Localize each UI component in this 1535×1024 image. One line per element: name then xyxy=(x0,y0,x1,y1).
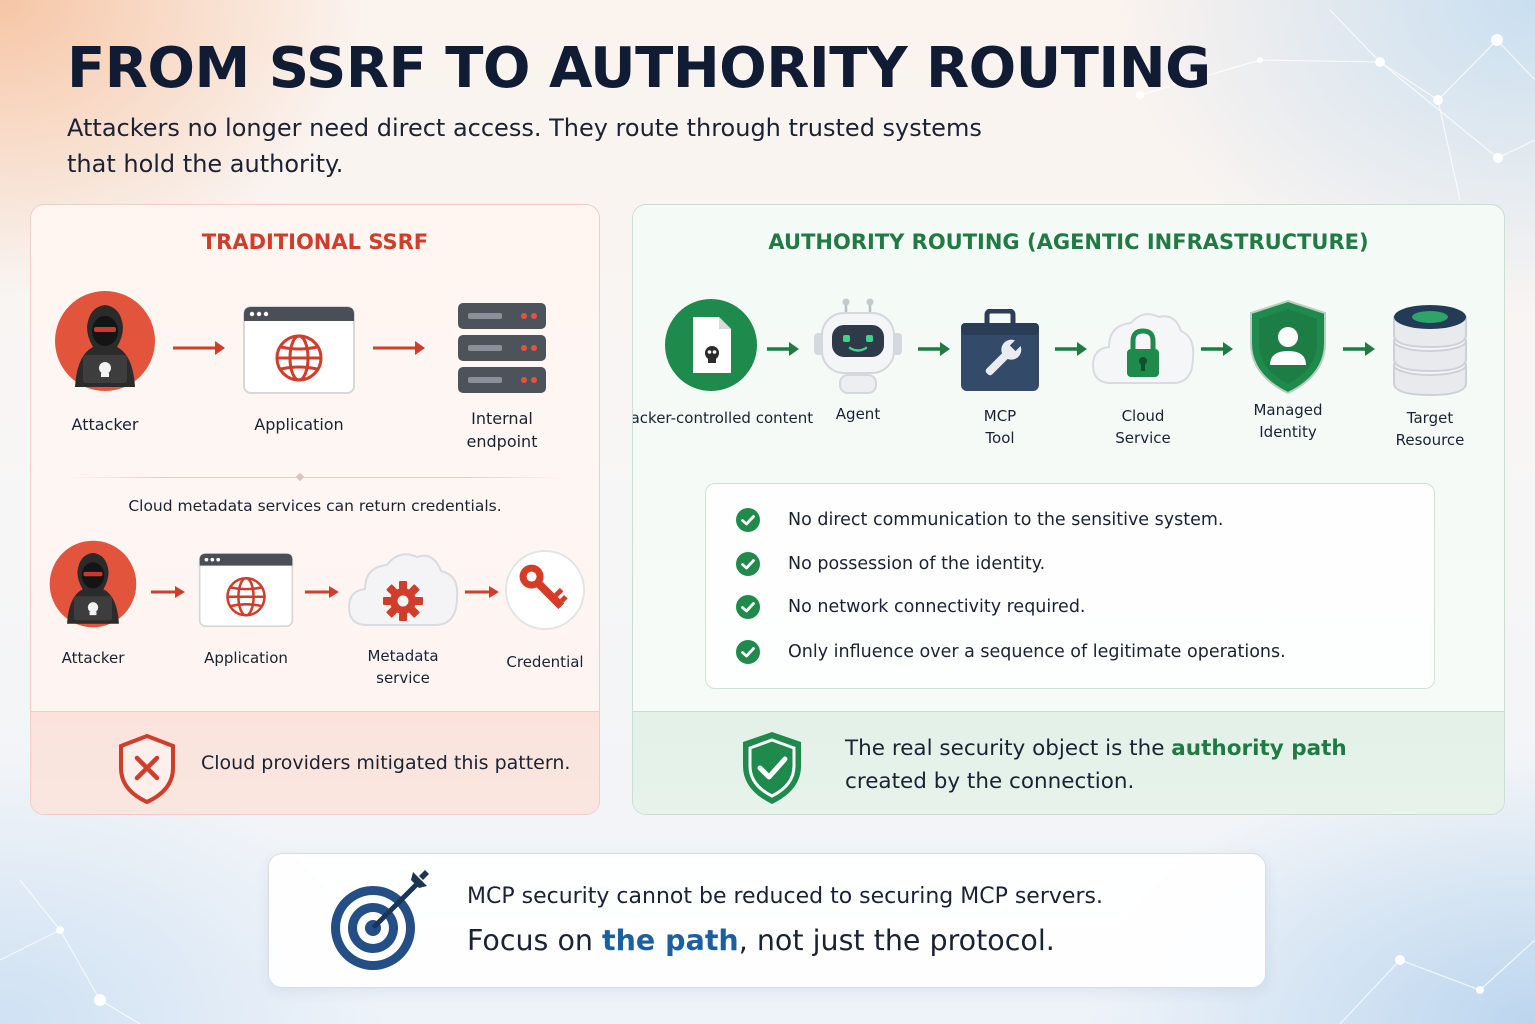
takeaway-line-1: MCP security cannot be reduced to securi… xyxy=(467,884,1103,909)
target-arrow-icon xyxy=(331,870,429,970)
flow-managed-identity-node: Managed Identity xyxy=(1233,299,1343,443)
shield-user-icon xyxy=(1250,299,1326,395)
arrow-right-icon xyxy=(173,341,225,355)
the-path-emphasis: the path xyxy=(602,924,739,957)
flow2-credential-node: Credential xyxy=(495,549,595,673)
flow2-application-label: Application xyxy=(204,649,288,667)
flow2-attacker-label: Attacker xyxy=(61,649,125,667)
flow-target-resource-label: Target Resource xyxy=(1395,409,1465,449)
arrow-right-icon xyxy=(465,586,499,598)
condition-text: No possession of the identity. xyxy=(788,554,1046,574)
flow1-internal-endpoint-node: Internal endpoint xyxy=(447,301,557,453)
database-icon xyxy=(1393,305,1467,397)
metadata-note: Cloud metadata services can return crede… xyxy=(128,497,502,515)
flow2-metadata-service-label: Metadata service xyxy=(367,647,439,687)
condition-item: Only influence over a sequence of legiti… xyxy=(736,640,1286,664)
robot-icon xyxy=(814,298,902,394)
flow-mcp-tool-node: MCP Tool xyxy=(951,309,1049,449)
flow-target-resource-node: Target Resource xyxy=(1375,303,1485,451)
authority-footer-text: The real security object is the authorit… xyxy=(845,736,1347,794)
check-circle-icon xyxy=(736,640,760,664)
authority-footer: The real security object is the authorit… xyxy=(633,711,1504,814)
flow-attacker-content-label: Attacker-controlled content xyxy=(633,409,814,427)
flow2-metadata-service-node: Metadata service xyxy=(343,545,463,689)
page-subtitle: Attackers no longer need direct access. … xyxy=(67,114,982,178)
arrow-right-icon xyxy=(305,586,339,598)
traditional-ssrf-heading: TRADITIONAL SSRF xyxy=(201,230,429,254)
takeaway-line-2: Focus on the path, not just the protocol… xyxy=(467,924,1055,957)
cloud-lock-icon xyxy=(1091,313,1195,384)
divider xyxy=(65,477,565,478)
page-title: FROM SSRF TO AUTHORITY ROUTING xyxy=(67,36,1211,101)
flow-cloud-service-label: Cloud Service xyxy=(1115,407,1171,447)
flow1-attacker-label: Attacker xyxy=(71,415,139,434)
flow2-credential-label: Credential xyxy=(506,653,584,671)
conditions-card: No direct communication to the sensitive… xyxy=(705,483,1435,689)
malicious-document-icon xyxy=(665,299,757,391)
divider-diamond xyxy=(295,472,305,482)
shield-check-icon xyxy=(743,732,801,804)
flow-attacker-content-node: Attacker-controlled content xyxy=(633,297,813,429)
condition-item: No direct communication to the sensitive… xyxy=(736,508,1223,532)
browser-globe-icon xyxy=(243,306,355,394)
flow-cloud-service-node: Cloud Service xyxy=(1085,309,1201,449)
traditional-footer-text: Cloud providers mitigated this pattern. xyxy=(201,752,571,774)
arrow-right-icon xyxy=(151,586,185,598)
condition-item: No network connectivity required. xyxy=(736,595,1086,619)
flow1-attacker-node: Attacker xyxy=(45,289,165,436)
condition-item: No possession of the identity. xyxy=(736,552,1045,576)
flow-agent-node: Agent xyxy=(803,293,913,425)
flow2-attacker-node: Attacker xyxy=(45,539,141,669)
check-circle-icon xyxy=(736,552,760,576)
flow-agent-label: Agent xyxy=(835,405,881,423)
flow-managed-identity-label: Managed Identity xyxy=(1253,401,1323,441)
toolbox-wrench-icon xyxy=(961,309,1039,391)
arrow-right-icon xyxy=(1055,342,1087,356)
arrow-right-icon xyxy=(373,341,425,355)
traditional-ssrf-panel: TRADITIONAL SSRF Attacker Application xyxy=(30,204,600,815)
hooded-hacker-icon xyxy=(55,291,155,391)
flow-mcp-tool-label: MCP Tool xyxy=(983,407,1017,447)
arrow-right-icon xyxy=(918,342,950,356)
takeaway-card: MCP security cannot be reduced to securi… xyxy=(268,853,1266,988)
browser-globe-icon xyxy=(198,552,294,628)
check-circle-icon xyxy=(736,508,760,532)
condition-text: No network connectivity required. xyxy=(788,597,1086,617)
traditional-footer: Cloud providers mitigated this pattern. xyxy=(31,711,599,814)
server-rack-icon xyxy=(458,303,546,393)
authority-path-emphasis: authority path xyxy=(1171,736,1347,761)
shield-x-icon xyxy=(119,734,175,804)
arrow-right-icon xyxy=(1201,342,1233,356)
key-icon xyxy=(505,550,585,630)
flow1-application-label: Application xyxy=(254,415,344,434)
flow1-internal-endpoint-label: Internal endpoint xyxy=(466,409,538,451)
arrow-right-icon xyxy=(767,342,799,356)
authority-routing-heading: AUTHORITY ROUTING (AGENTIC INFRASTRUCTUR… xyxy=(768,230,1369,254)
flow1-application-node: Application xyxy=(236,305,362,436)
arrow-right-icon xyxy=(1343,342,1375,356)
authority-routing-panel: AUTHORITY ROUTING (AGENTIC INFRASTRUCTUR… xyxy=(632,204,1505,815)
hooded-hacker-icon xyxy=(49,540,137,628)
condition-text: No direct communication to the sensitive… xyxy=(788,510,1224,530)
check-circle-icon xyxy=(736,595,760,619)
flow2-application-node: Application xyxy=(191,550,301,669)
cloud-gear-icon xyxy=(347,553,459,626)
condition-text: Only influence over a sequence of legiti… xyxy=(788,642,1286,662)
